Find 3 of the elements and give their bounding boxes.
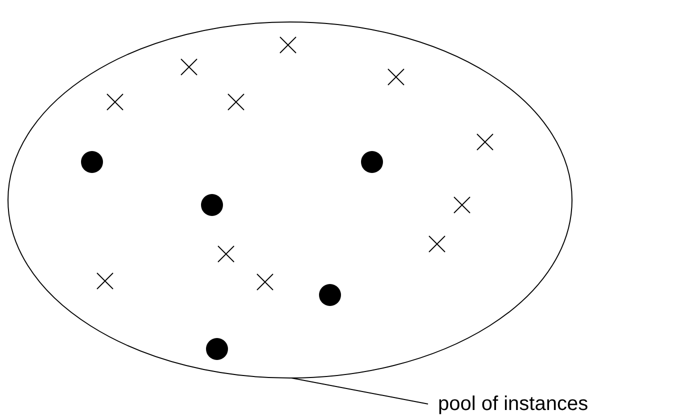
pool-label: pool of instances	[438, 392, 588, 416]
pool-ellipse	[8, 22, 572, 378]
leader-line	[290, 378, 428, 404]
